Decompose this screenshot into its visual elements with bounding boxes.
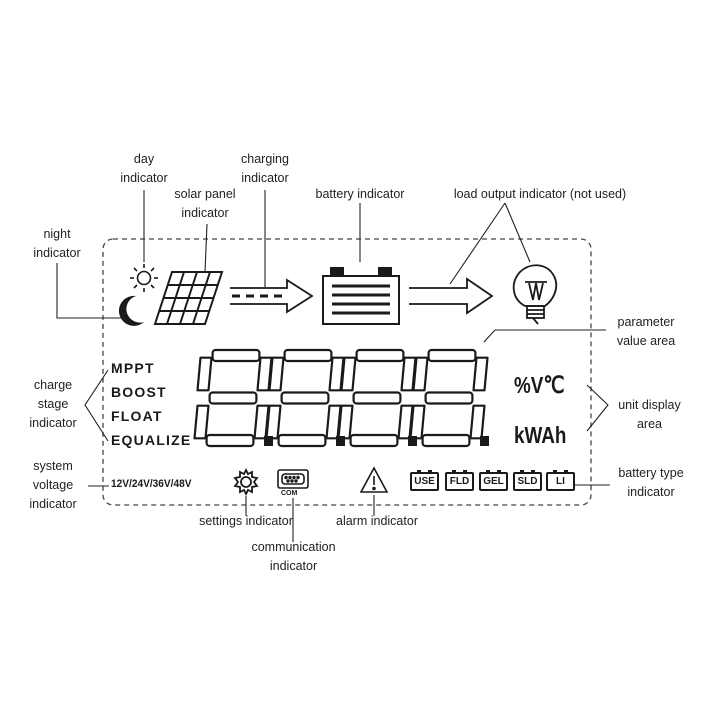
- stage-mppt: MPPT: [111, 360, 155, 376]
- digit-segment: [265, 404, 282, 440]
- digit-segment: [337, 404, 354, 440]
- stage-float: FLOAT: [111, 408, 163, 424]
- digit-segment: [280, 391, 330, 405]
- bulb-icon: [512, 264, 558, 325]
- digit-3: [337, 348, 417, 448]
- parameter-digits: [193, 348, 489, 448]
- digit-segment: [472, 356, 489, 392]
- digit-segment: [196, 356, 213, 392]
- sun-icon: [130, 264, 158, 292]
- decimal-point: [336, 436, 345, 446]
- leader-lines: [56, 190, 610, 542]
- digit-segment: [424, 391, 474, 405]
- unit-kwah: kWAh: [514, 422, 567, 448]
- load-output-indicator-label: load output indicator (not used): [453, 187, 627, 201]
- battery-type-gel: GEL: [479, 470, 508, 491]
- alarm-indicator-label: alarm indicator: [336, 514, 418, 528]
- moon-icon: [118, 295, 144, 326]
- lcd-outline: [102, 238, 592, 506]
- battery-type-fld: FLD: [445, 470, 474, 491]
- digit-4: [409, 348, 489, 448]
- stage-equalize: EQUALIZE: [111, 432, 192, 448]
- system-voltage-text: 12V/24V/36V/48V: [111, 478, 192, 490]
- digit-segment: [421, 433, 471, 448]
- digit-segment: [409, 404, 426, 440]
- digit-segment: [283, 348, 333, 363]
- digit-segment: [349, 433, 399, 448]
- digit-2: [265, 348, 345, 448]
- charging-arrow-icon: [230, 278, 314, 314]
- settings-gear-icon: [233, 467, 259, 497]
- digit-segment: [205, 433, 255, 448]
- battery-indicator-label: battery indicator: [315, 187, 405, 201]
- battery-type-use: USE: [410, 470, 439, 491]
- digit-segment: [277, 433, 327, 448]
- battery-type-sld: SLD: [513, 470, 542, 491]
- digit-segment: [412, 356, 429, 392]
- load-arrow-icon: [409, 277, 494, 315]
- unit-percent-volt-celsius: %V℃: [514, 372, 565, 398]
- battery-icon: [322, 267, 400, 325]
- decimal-point: [480, 436, 489, 446]
- digit-segment: [268, 356, 285, 392]
- settings-indicator-label: settings indicator: [199, 514, 293, 528]
- digit-segment: [211, 348, 261, 363]
- digit-1: [193, 348, 273, 448]
- digit-segment: [355, 348, 405, 363]
- digit-segment: [352, 391, 402, 405]
- stage-boost: BOOST: [111, 384, 167, 400]
- digit-segment: [208, 391, 258, 405]
- digit-segment: [469, 404, 486, 440]
- digit-segment: [193, 404, 210, 440]
- battery-type-li: LI: [546, 470, 575, 491]
- digit-segment: [340, 356, 357, 392]
- communication-port-icon: [277, 469, 309, 489]
- decimal-point: [408, 436, 417, 446]
- solar-panel-icon: [153, 271, 224, 325]
- com-text: COM: [281, 490, 298, 497]
- decimal-point: [264, 436, 273, 446]
- digit-segment: [427, 348, 477, 363]
- alarm-icon: [359, 466, 389, 493]
